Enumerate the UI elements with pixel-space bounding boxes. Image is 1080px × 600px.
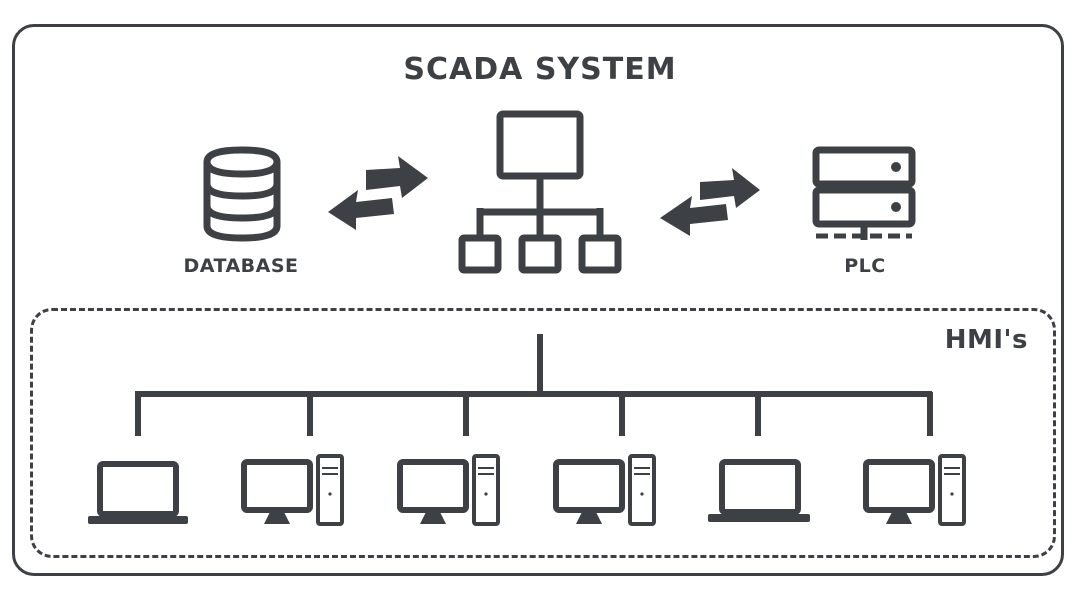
network-hierarchy-icon — [458, 110, 622, 274]
plc-label: PLC — [844, 255, 886, 277]
hmi-group-box — [30, 308, 1056, 558]
scada-plc-arrows — [660, 168, 760, 236]
desktop-tower-icon — [397, 454, 500, 526]
laptop-icon — [88, 461, 188, 524]
hmi-bus-lines — [135, 334, 933, 436]
server-rack-icon — [812, 146, 916, 240]
desktop-tower-icon — [553, 454, 656, 526]
hmi-group-label: HMI's — [944, 325, 1028, 355]
desktop-tower-icon — [863, 454, 966, 526]
outer-frame — [12, 24, 1064, 576]
database-label: DATABASE — [183, 255, 299, 277]
database-scada-arrows — [328, 156, 428, 230]
diagram-title: SCADA SYSTEM — [403, 52, 677, 87]
laptop-icon — [708, 459, 810, 522]
database-icon — [203, 146, 281, 242]
desktop-tower-icon — [241, 454, 344, 526]
